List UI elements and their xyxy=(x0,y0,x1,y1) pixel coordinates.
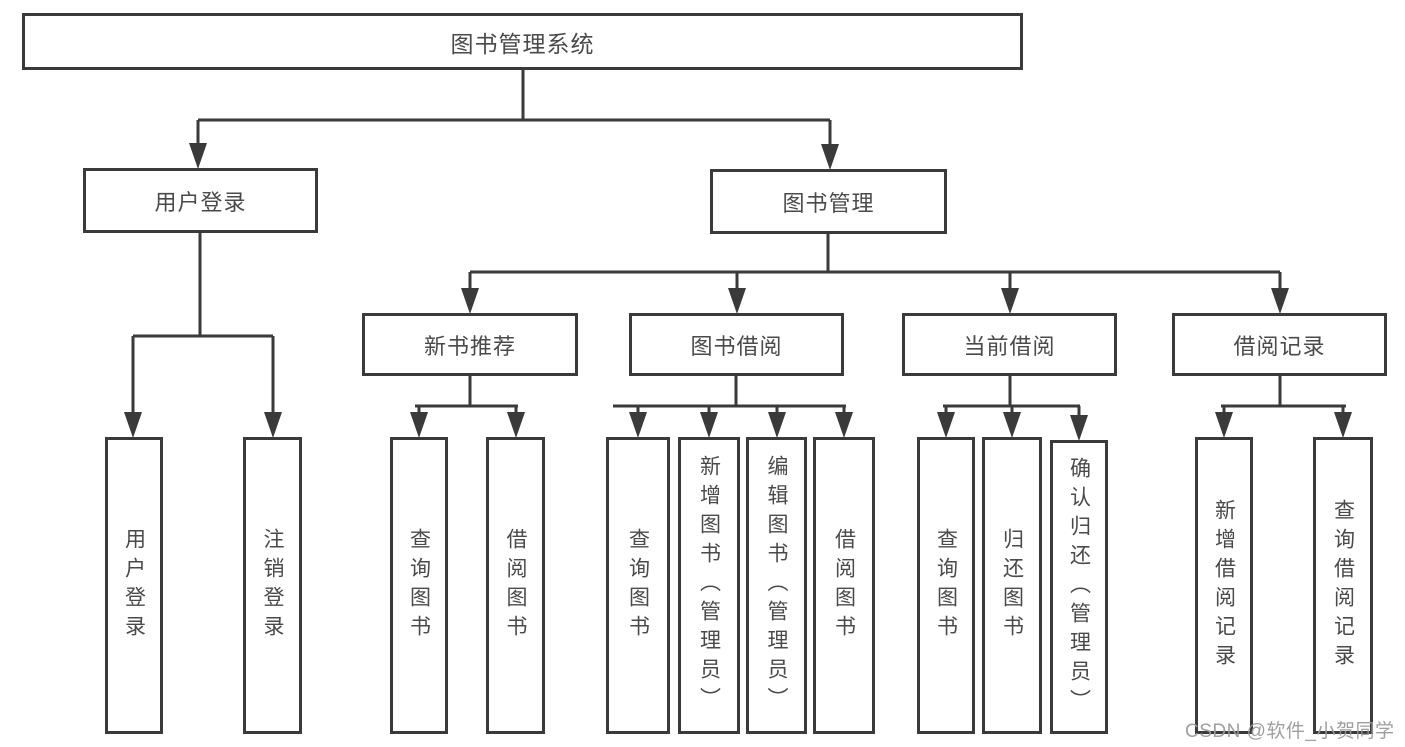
node-label: 新增图书（管理员） xyxy=(697,455,721,716)
leaf-borrow-books-recommend: 借阅图书 xyxy=(486,437,545,734)
node-label: 图书借阅 xyxy=(690,333,783,359)
csdn-watermark: CSDN @软件_小贺同学 xyxy=(1185,721,1395,742)
node-label: 归还图书 xyxy=(1000,527,1024,644)
connector-new-book-recommend xyxy=(415,376,518,414)
leaf-edit-book-admin: 编辑图书（管理员） xyxy=(746,437,807,734)
node-current-borrowing: 当前借阅 xyxy=(902,313,1117,376)
leaf-borrow-books: 借阅图书 xyxy=(813,437,875,734)
node-label: 当前借阅 xyxy=(963,333,1056,359)
node-borrowing-records: 借阅记录 xyxy=(1172,313,1387,376)
node-label: 图书管理系统 xyxy=(450,30,595,57)
node-library-management-system: 图书管理系统 xyxy=(22,13,1023,70)
node-label: 查询借阅记录 xyxy=(1331,498,1355,673)
connector-borrowing-records xyxy=(1221,376,1346,414)
node-label: 新书推荐 xyxy=(423,333,516,359)
node-label: 用户登录 xyxy=(122,527,146,644)
node-label: 编辑图书（管理员） xyxy=(765,455,788,716)
connector-current-borrowing xyxy=(943,376,1081,417)
connector-book-borrowing xyxy=(613,376,846,414)
connector-user-login xyxy=(131,232,275,414)
node-label: 查询图书 xyxy=(934,527,958,644)
node-label: 新增借阅记录 xyxy=(1212,498,1236,673)
node-label: 借阅图书 xyxy=(504,527,527,644)
node-user-login: 用户登录 xyxy=(83,168,318,233)
node-label: 借阅记录 xyxy=(1233,333,1326,359)
node-label: 确认归还（管理员） xyxy=(1067,456,1091,718)
leaf-confirm-return-admin: 确认归还（管理员） xyxy=(1050,440,1108,734)
leaf-query-books-borrowing: 查询图书 xyxy=(606,437,670,734)
leaf-user-login: 用户登录 xyxy=(105,437,163,734)
leaf-logout: 注销登录 xyxy=(243,437,302,734)
node-label: 图书管理 xyxy=(782,190,875,216)
node-label: 查询图书 xyxy=(407,527,431,644)
connector-book-management xyxy=(468,233,1282,290)
leaf-query-books-current: 查询图书 xyxy=(917,437,975,734)
leaf-query-borrow-record: 查询借阅记录 xyxy=(1313,437,1373,734)
node-label: 注销登录 xyxy=(261,527,284,644)
node-label: 查询图书 xyxy=(626,527,650,644)
node-label: 用户登录 xyxy=(154,189,247,215)
leaf-return-books: 归还图书 xyxy=(982,437,1042,734)
node-new-book-recommend: 新书推荐 xyxy=(362,313,578,376)
connector-root xyxy=(196,69,832,147)
leaf-add-book-admin: 新增图书（管理员） xyxy=(678,437,740,734)
node-book-management: 图书管理 xyxy=(710,169,947,234)
node-label: 借阅图书 xyxy=(832,527,856,644)
leaf-add-borrow-record: 新增借阅记录 xyxy=(1195,437,1253,734)
leaf-query-books-recommend: 查询图书 xyxy=(390,437,448,734)
node-book-borrowing: 图书借阅 xyxy=(629,313,844,376)
